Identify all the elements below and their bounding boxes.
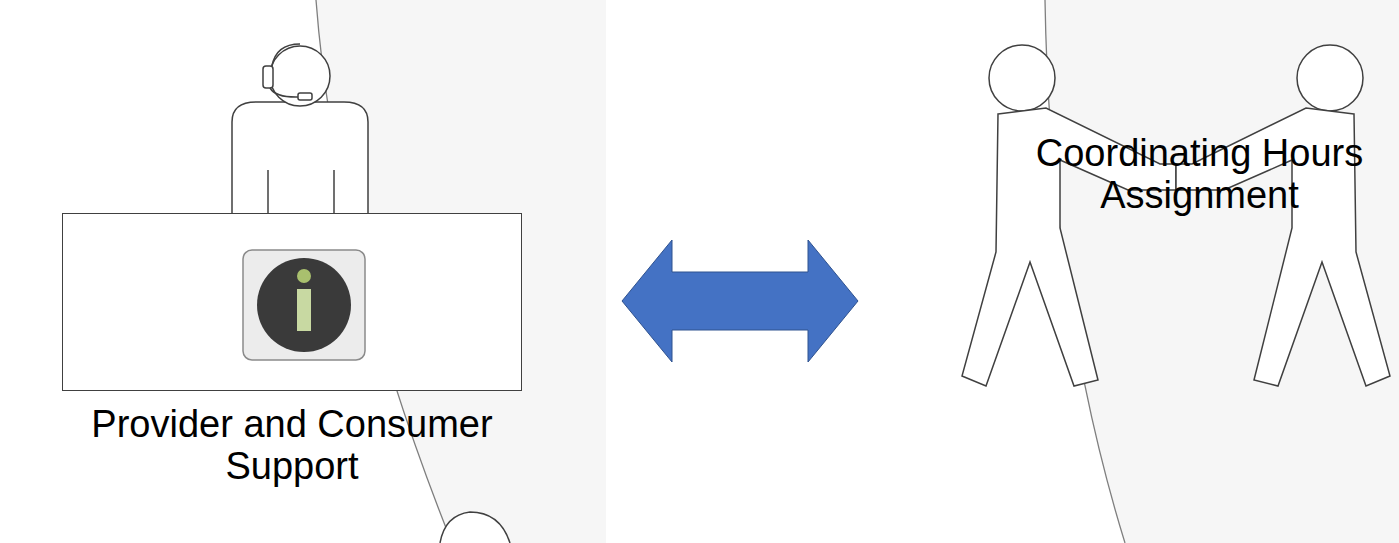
person-head [989, 45, 1055, 111]
person-head [270, 46, 330, 106]
process-node: Provider and Consumer Support [62, 213, 622, 478]
person-body [232, 102, 368, 213]
node-label: Provider and Consumer Support [62, 403, 522, 487]
partial-icon [440, 512, 510, 543]
info-icon [243, 250, 365, 360]
headset-mic [270, 88, 300, 97]
headset-band [272, 44, 300, 66]
info-stem [297, 289, 311, 331]
info-dot [297, 269, 311, 283]
info-box [62, 213, 522, 391]
process-node: Coordinating Hours Assignment [858, 40, 1399, 370]
person-arm [333, 170, 335, 213]
person-arm [267, 170, 269, 213]
double-arrow [622, 240, 858, 362]
info-tile [243, 250, 365, 360]
person-head [1297, 45, 1363, 111]
headset-mic-tip [298, 93, 312, 100]
panel-shade [1045, 0, 1399, 543]
headset-ear [263, 66, 273, 88]
node-label: Coordinating Hours Assignment [1000, 132, 1399, 216]
support-person-icon [232, 44, 368, 213]
info-disc [257, 258, 351, 352]
